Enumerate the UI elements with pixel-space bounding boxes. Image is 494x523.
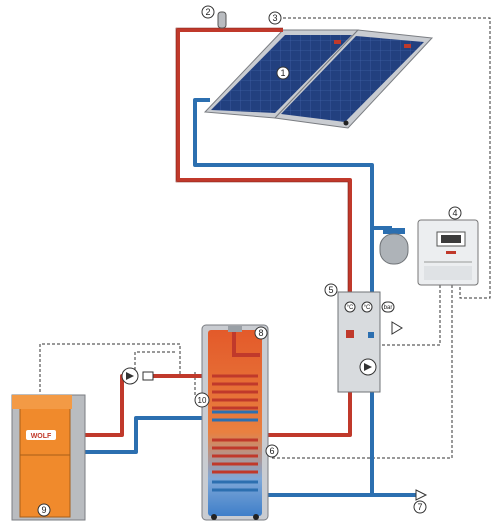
svg-text:6: 6 [269, 446, 274, 456]
air-vent [217, 11, 227, 29]
temp-gauge-label-left: °C [347, 305, 354, 311]
svg-text:3: 3 [272, 13, 277, 23]
svg-text:8: 8 [258, 328, 263, 338]
temp-gauge-label-right: °C [364, 305, 371, 311]
pressure-gauge-label: bar [384, 305, 393, 311]
callout-4: 4 [448, 206, 462, 220]
solar-controller [417, 219, 479, 286]
boiler-logo: WOLF [31, 433, 52, 440]
control-wiring [39, 17, 491, 459]
callout-10: 10 [194, 392, 210, 408]
callout-2: 2 [201, 5, 215, 19]
callouts: 1 2 3 4 5 6 7 8 [37, 5, 462, 517]
svg-text:4: 4 [452, 208, 457, 218]
storage-tank [201, 324, 269, 521]
callout-3: 3 [268, 11, 282, 25]
svg-text:10: 10 [198, 396, 207, 405]
callout-9: 9 [37, 503, 51, 517]
callout-7: 7 [413, 500, 427, 514]
expansion-vessel [379, 228, 409, 265]
svg-text:5: 5 [328, 285, 333, 295]
hot-pipe-outline [175, 27, 349, 300]
callout-5: 5 [324, 283, 338, 297]
solar-collector [203, 29, 434, 129]
cold-water-valve [415, 489, 428, 501]
callout-6: 6 [265, 444, 279, 458]
svg-text:7: 7 [417, 502, 422, 512]
svg-text:2: 2 [205, 7, 210, 17]
svg-text:1: 1 [280, 68, 285, 78]
gauge-labels: °C °C bar [347, 305, 393, 311]
svg-text:9: 9 [41, 505, 46, 515]
boiler-charge-pump [121, 367, 154, 385]
boiler: WOLF [11, 394, 86, 521]
solar-pump-station [337, 291, 403, 393]
callout-8: 8 [254, 326, 268, 340]
callout-1: 1 [276, 66, 290, 80]
